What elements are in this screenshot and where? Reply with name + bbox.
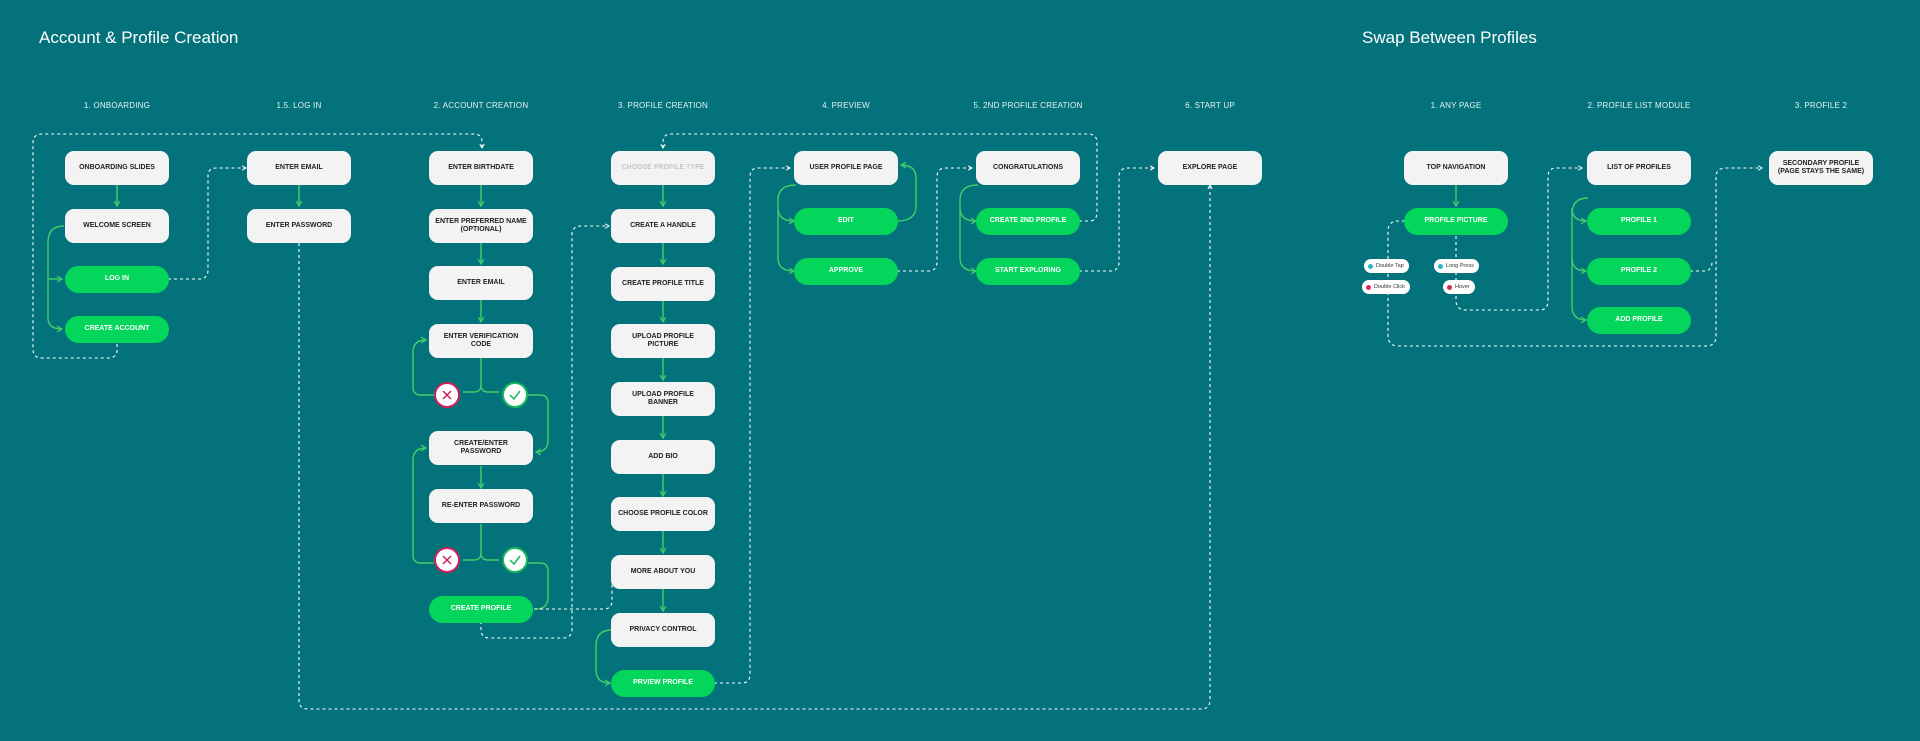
- node-create-2nd-profile: CREATE 2ND PROFILE: [976, 208, 1080, 235]
- legend-double-tap: Double Tap: [1364, 259, 1409, 273]
- node-add-bio: ADD BIO: [611, 440, 715, 474]
- check-icon: [502, 382, 528, 408]
- reject-icon: [434, 382, 460, 408]
- check-icon: [502, 547, 528, 573]
- touch-dot-icon: [1438, 263, 1443, 269]
- click-dot-icon: [1366, 284, 1371, 290]
- node-enter-preferred-name: ENTER PREFERRED NAME (OPTIONAL): [429, 209, 533, 243]
- node-re-enter-password: RE-ENTER PASSWORD: [429, 489, 533, 523]
- node-prview-profile: PRVIEW PROFILE: [611, 670, 715, 697]
- node-log-in: LOG IN: [65, 266, 169, 293]
- column-header-preview: 4. PREVIEW: [822, 101, 870, 110]
- node-create-enter-password: CREATE/ENTER PASSWORD: [429, 431, 533, 465]
- node-privacy-control: PRIVACY CONTROL: [611, 613, 715, 647]
- node-choose-profile-color: CHOOSE PROFILE COLOR: [611, 497, 715, 531]
- node-explore-page: EXPLORE PAGE: [1158, 151, 1262, 185]
- node-list-of-profiles: LIST OF PROFILES: [1587, 151, 1691, 185]
- node-more-about-you: MORE ABOUT YOU: [611, 555, 715, 589]
- node-create-profile-title: CREATE PROFILE TITLE: [611, 267, 715, 301]
- node-create-profile: CREATE PROFILE: [429, 596, 533, 623]
- click-dot-icon: [1447, 284, 1452, 290]
- column-header-second-profile: 5. 2ND PROFILE CREATION: [973, 101, 1083, 110]
- node-upload-profile-banner: UPLOAD PROFILE BANNER: [611, 382, 715, 416]
- node-enter-email-login: ENTER EMAIL: [247, 151, 351, 185]
- node-add-profile: ADD PROFILE: [1587, 307, 1691, 334]
- reject-icon: [434, 547, 460, 573]
- node-enter-email: ENTER EMAIL: [429, 266, 533, 300]
- node-congratulations: CONGRATULATIONS: [976, 151, 1080, 185]
- column-header-account: 2. ACCOUNT CREATION: [433, 101, 529, 110]
- node-secondary-profile: SECONDARY PROFILE (PAGE STAYS THE SAME): [1769, 151, 1873, 185]
- section-title-swap: Swap Between Profiles: [1362, 28, 1537, 47]
- node-start-exploring: START EXPLORING: [976, 258, 1080, 285]
- legend-double-click-label: Double Click: [1374, 284, 1405, 290]
- legend-long-press-label: Long Press: [1446, 263, 1474, 269]
- legend-hover: Hover: [1443, 280, 1475, 294]
- column-header-any-page: 1. ANY PAGE: [1430, 101, 1482, 110]
- column-header-profile-list: 2. PROFILE LIST MODULE: [1587, 101, 1691, 110]
- node-profile-picture: PROFILE PICTURE: [1404, 208, 1508, 235]
- column-header-profile-2: 3. PROFILE 2: [1794, 101, 1848, 110]
- node-create-account: CREATE ACCOUNT: [65, 316, 169, 343]
- node-welcome-screen: WELCOME SCREEN: [65, 209, 169, 243]
- node-user-profile-page: USER PROFILE PAGE: [794, 151, 898, 185]
- legend-long-press: Long Press: [1434, 259, 1479, 273]
- node-onboarding-slides: ONBOARDING SLIDES: [65, 151, 169, 185]
- column-header-login: 1.5. LOG IN: [276, 101, 322, 110]
- legend-double-click: Double Click: [1362, 280, 1410, 294]
- touch-dot-icon: [1368, 263, 1373, 269]
- node-approve: APPROVE: [794, 258, 898, 285]
- node-profile-2: PROFILE 2: [1587, 258, 1691, 285]
- node-create-a-handle: CREATE A HANDLE: [611, 209, 715, 243]
- node-enter-birthdate: ENTER BIRTHDATE: [429, 151, 533, 185]
- column-header-profile: 3. PROFILE CREATION: [618, 101, 708, 110]
- node-enter-password: ENTER PASSWORD: [247, 209, 351, 243]
- legend-double-tap-label: Double Tap: [1376, 263, 1404, 269]
- section-title-account: Account & Profile Creation: [39, 28, 239, 47]
- node-profile-1: PROFILE 1: [1587, 208, 1691, 235]
- node-upload-profile-picture: UPLOAD PROFILE PICTURE: [611, 324, 715, 358]
- node-top-navigation: TOP NAVIGATION: [1404, 151, 1508, 185]
- node-edit: EDIT: [794, 208, 898, 235]
- column-header-startup: 6. START UP: [1185, 101, 1235, 110]
- column-header-onboarding: 1. ONBOARDING: [83, 101, 151, 110]
- node-enter-verification-code: ENTER VERIFICATION CODE: [429, 324, 533, 358]
- node-choose-profile-type: CHOOSE PROFILE TYPE: [611, 151, 715, 185]
- legend-hover-label: Hover: [1455, 284, 1470, 290]
